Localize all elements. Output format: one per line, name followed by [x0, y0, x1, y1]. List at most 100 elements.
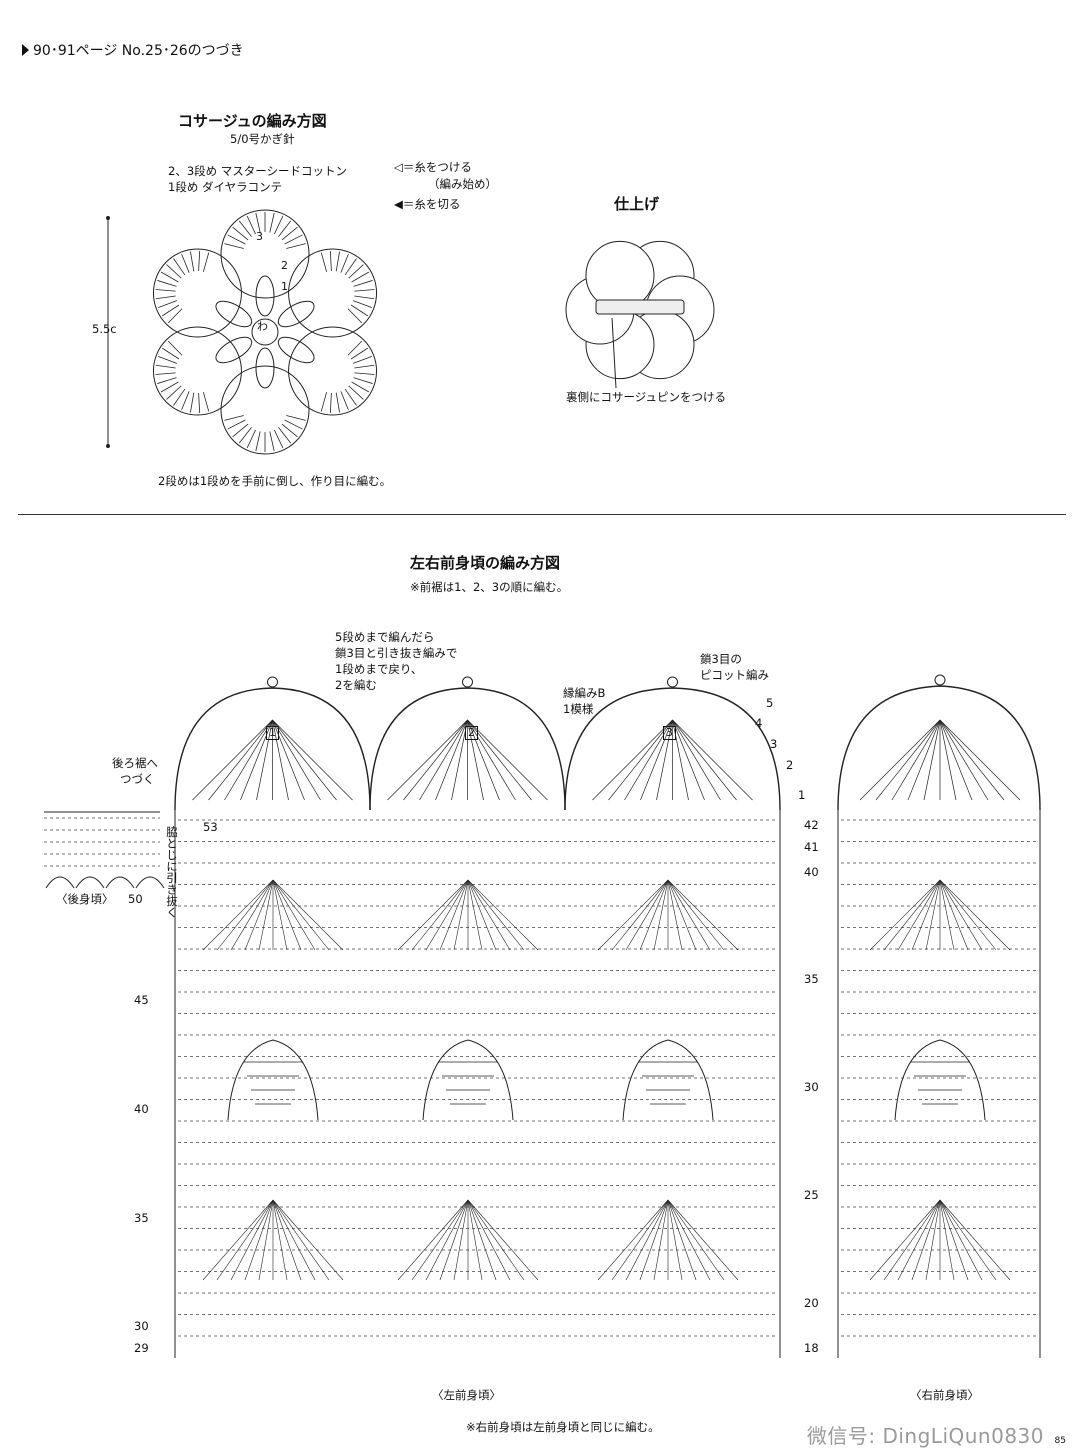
fan-stitch	[639, 879, 669, 951]
fan-stitch	[467, 1199, 511, 1281]
watermark: 微信号: DingLiQun0830	[806, 1424, 1044, 1448]
leader-line	[611, 317, 617, 389]
fan-stitch	[230, 1199, 274, 1281]
legend-cut: ◀＝糸を切る	[394, 197, 461, 211]
back-scallop	[105, 876, 135, 889]
row-label-25: 25	[804, 1188, 819, 1202]
fan-stitch	[597, 1199, 669, 1281]
fan-stitch	[883, 879, 941, 951]
petal-stitch	[353, 355, 373, 364]
fan-stitch	[397, 1199, 469, 1281]
back-hem-l2: つづく	[120, 772, 155, 786]
fan-stitch	[192, 719, 273, 801]
callout1-l1: 5段めまで編んだら	[335, 630, 435, 644]
fan-stitch	[939, 719, 989, 801]
fan-stitch	[667, 1199, 683, 1281]
callout1-l3: 1段めまで戻り、	[335, 662, 423, 676]
fan-stitch	[672, 719, 737, 801]
petal-stitch	[274, 215, 284, 235]
petal-stitch	[166, 385, 182, 400]
right-hem-arch	[837, 685, 1041, 811]
fan-stitch	[939, 1199, 969, 1281]
picot-icon	[667, 676, 678, 688]
petal-stitch	[347, 308, 363, 324]
petal-stitch	[286, 243, 306, 249]
fan-stitch	[640, 719, 673, 801]
petal-stitch	[157, 355, 177, 364]
corsage-hook: 5/0号かぎ針	[230, 132, 295, 146]
corsage-pin	[595, 299, 685, 315]
fan-stitch	[667, 879, 697, 951]
petal-stitch	[278, 220, 292, 237]
fan-stitch	[939, 879, 1011, 951]
finish-note: 裏側にコサージュピンをつける	[566, 390, 726, 404]
fan-stitch	[216, 1199, 274, 1281]
fan-stitch	[859, 719, 941, 801]
petal-stitch	[354, 372, 375, 375]
inner-leaf	[277, 336, 315, 364]
fan-stitch	[467, 879, 483, 951]
fan-stitch	[653, 1199, 669, 1281]
fan-stitch	[911, 879, 941, 951]
corsage-note: 2段めは1段めを手前に倒し、作り目に編む。	[158, 474, 392, 488]
fan-stitch	[272, 879, 330, 951]
petal-stitch	[353, 300, 373, 309]
fan-stitch	[202, 879, 274, 951]
corsage-center-label: わ	[257, 320, 268, 333]
petal-stitch	[320, 392, 328, 412]
fan-stitch	[467, 719, 500, 801]
petal-stitch	[335, 392, 340, 413]
fan-stitch	[672, 719, 721, 801]
petal-stitch	[284, 419, 303, 430]
fan-stitch	[625, 1199, 669, 1281]
petal-stitch	[157, 280, 177, 287]
fan-stitch	[897, 1199, 941, 1281]
fan-stitch	[883, 1199, 941, 1281]
picot-icon	[267, 676, 278, 688]
petal-stitch	[181, 391, 190, 411]
petal-stitch	[198, 251, 201, 272]
inner-leaf	[255, 275, 275, 317]
fan-stitch	[230, 879, 274, 951]
fan-stitch	[467, 1199, 525, 1281]
fan-stitch	[624, 719, 673, 801]
corsage-yarn-2: 1段め ダイヤラコンテ	[168, 180, 283, 194]
fan-stitch	[611, 879, 669, 951]
petal-stitch	[160, 381, 179, 393]
center-ring	[251, 318, 279, 346]
fan-stitch	[672, 719, 753, 801]
callout2-l1: 鎖3目の	[700, 652, 742, 666]
row-label-35: 35	[134, 1211, 149, 1225]
fan-stitch	[467, 719, 548, 801]
dimension-end	[106, 216, 110, 220]
dimension-end	[106, 444, 110, 448]
corsage-yarn-1: 2、3段め マスターシードコットン	[168, 164, 348, 178]
fan-stitch	[244, 1199, 274, 1281]
petal-stitch	[351, 271, 370, 283]
petal-stitch	[246, 215, 256, 235]
petal-stitch	[162, 304, 180, 317]
petal-stitch	[157, 300, 177, 309]
fan-stitch	[467, 879, 497, 951]
petal-stitch	[353, 280, 373, 287]
fan-stitch	[939, 719, 957, 801]
fan-stitch	[907, 719, 941, 801]
petal-stitch	[354, 295, 375, 300]
fan-stitch	[397, 879, 469, 951]
fan-stitch	[435, 719, 468, 801]
row-label-35b: 35	[804, 972, 819, 986]
fan-stitch	[240, 719, 273, 801]
inner-leaf	[277, 300, 315, 328]
fan-stitch	[272, 719, 289, 801]
petal-stitch	[190, 392, 195, 413]
back-scallop	[75, 876, 105, 889]
fan-stitch	[411, 879, 469, 951]
fan-stitch	[667, 1199, 725, 1281]
fan-stitch	[453, 879, 469, 951]
petal-stitch	[350, 304, 368, 317]
fan-stitch	[925, 879, 941, 951]
petal-stitch	[347, 340, 363, 356]
petal-stitch	[232, 226, 249, 241]
inner-leaf	[215, 300, 253, 328]
